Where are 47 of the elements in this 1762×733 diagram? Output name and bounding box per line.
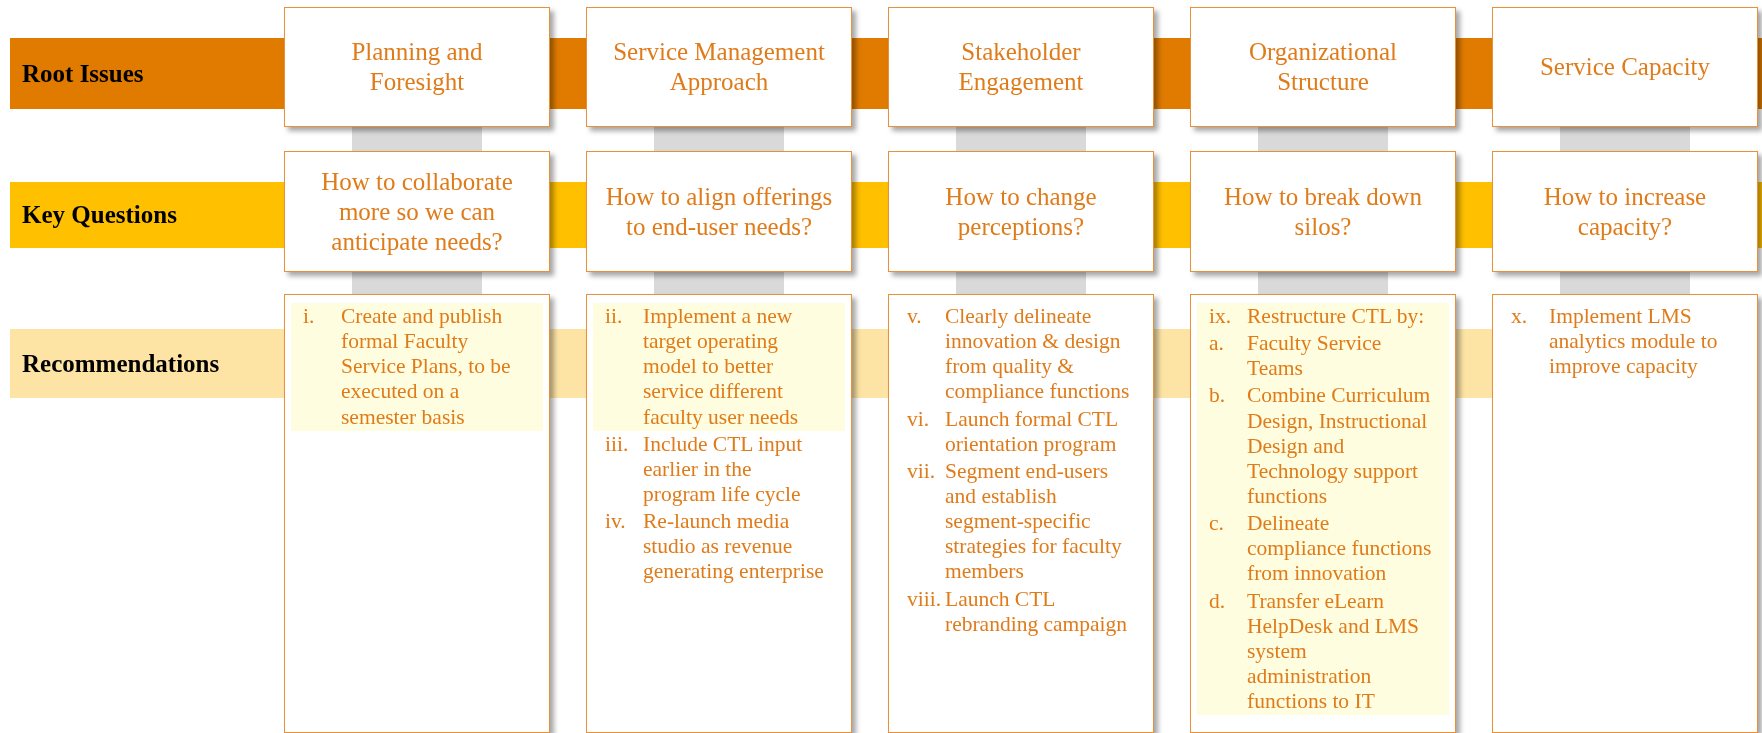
card-text: How to change perceptions? <box>944 181 1098 242</box>
issue-card <box>1190 7 1456 127</box>
issue-card <box>284 7 550 127</box>
card-text: Service Management Approach <box>612 37 826 97</box>
connector-strip <box>654 127 784 151</box>
connector-strip <box>1258 127 1388 151</box>
issue-card <box>586 7 852 127</box>
connector-strip <box>956 127 1086 151</box>
card-text: Service Capacity <box>1539 52 1711 82</box>
card-text: How to collaborate more so we can anticipate needs? <box>320 166 514 257</box>
card-text: Stakeholder Engagement <box>957 37 1085 97</box>
recommendation-card <box>284 294 550 733</box>
recommendation-card <box>1190 294 1456 733</box>
card-text: Planning and Foresight <box>350 37 484 97</box>
row-heading: Recommendations <box>22 349 220 378</box>
row-heading: Root Issues <box>22 59 144 88</box>
recommendation-item: x. Implement LMS analytics module to improve capacity <box>1510 303 1719 381</box>
connector-strip <box>654 272 784 294</box>
row-band <box>10 329 284 398</box>
connector-strip <box>1560 272 1690 294</box>
recommendation-card <box>1492 294 1758 733</box>
recommendation-card <box>888 294 1154 733</box>
question-card <box>888 151 1154 272</box>
connector-strip <box>352 127 482 151</box>
row-heading: Key Questions <box>22 201 177 229</box>
card-text: How to align offerings to end-user needs? <box>605 181 833 242</box>
recommendation-item: d. Transfer eLearn HelpDesk and LMS system administration functions to IT <box>1197 587 1449 716</box>
question-card <box>586 151 852 272</box>
recommendation-item: i. Create and publish formal Faculty Service Plans, to be executed on a semester basis <box>291 303 543 431</box>
card-text: How to break down silos? <box>1223 181 1423 242</box>
question-card <box>1190 151 1456 272</box>
issue-card <box>888 7 1154 127</box>
row-band <box>10 182 284 248</box>
connector-strip <box>1560 127 1690 151</box>
recommendation-item: viii. Launch CTL rebranding campaign <box>906 585 1129 638</box>
card-text: How to increase capacity? <box>1542 181 1708 242</box>
connector-strip <box>956 272 1086 294</box>
connector-strip <box>352 272 482 294</box>
recommendation-card <box>586 294 852 733</box>
connector-strip <box>1258 272 1388 294</box>
question-card <box>284 151 550 272</box>
question-card <box>1492 151 1758 272</box>
card-text: Organizational Structure <box>1247 37 1399 97</box>
recommendation-item: ix. Restructure CTL by: <box>1197 303 1449 331</box>
recommendation-item: iv. Re-launch media studio as revenue generating enterprise <box>604 508 825 586</box>
issue-card <box>1492 7 1758 127</box>
row-band <box>10 38 284 109</box>
